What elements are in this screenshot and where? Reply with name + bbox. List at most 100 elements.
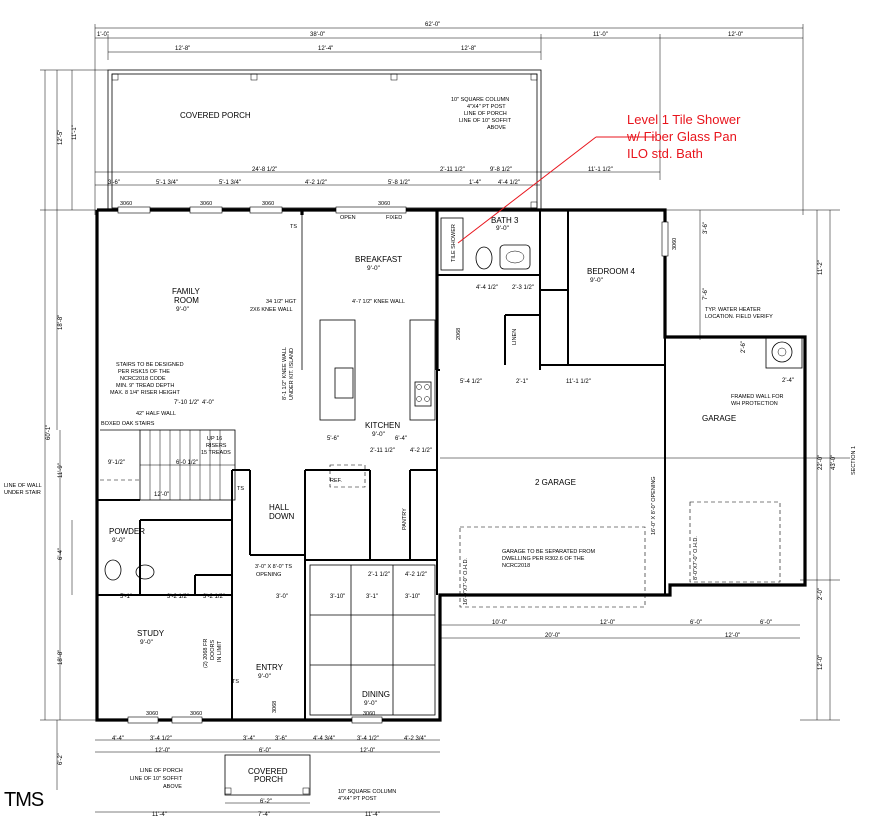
red-annotation: [457, 136, 655, 244]
dim-row4g: 4'-4 1/2": [498, 180, 520, 186]
note-framed-wall-1: FRAMED WALL FOR: [731, 394, 783, 400]
note-column-top-2: 4"X4" PT POST: [467, 104, 506, 110]
room-covered-porch-bottom-2: PORCH: [254, 775, 283, 784]
note-knee-wall-2: 2X6 KNEE WALL: [250, 307, 293, 313]
dim-bot-10: 4'-2 3/4": [404, 736, 426, 742]
dim-gar-5: 6'-0": [760, 620, 772, 626]
note-porch-bottom-1: LINE OF PORCH: [140, 768, 183, 774]
dim-pow-3: 3'-2 1/2": [203, 594, 225, 600]
annotation-line-1: Level 1 Tile Shower: [627, 112, 741, 127]
dim-right-4: 22'-0": [818, 455, 824, 470]
dim-top-3: 11'-0": [593, 32, 608, 38]
bottom-dimension-lines: [95, 624, 800, 813]
water-heater: [765, 335, 803, 369]
note-column-top-4: LINE OF 10" SOFFIT: [459, 118, 512, 124]
dim-left-1: 12'-5": [58, 130, 64, 145]
note-pantry: PANTRY: [402, 508, 408, 530]
dim-gar-2: 12'-0": [600, 620, 615, 626]
dim-bot-3: 12'-0": [155, 748, 170, 754]
label-3060-study-1: 3060: [146, 711, 158, 717]
dim-pow-4: 3'-0": [276, 594, 288, 600]
ceiling-powder: 9'-0": [112, 537, 126, 544]
note-ts-2: TS: [237, 486, 244, 492]
dim-left-5: 11'-9": [58, 463, 64, 478]
top-windows: [117, 206, 669, 724]
note-ts-1: TS: [290, 224, 297, 230]
dim-right-2: 7'-6": [703, 288, 709, 300]
dim-left-3: 18'-8": [58, 315, 64, 330]
dim-row4a: 3'-6": [108, 180, 120, 186]
dim-din-1: 3'-10": [330, 594, 345, 600]
dim-row4b: 5'-1 3/4": [156, 180, 178, 186]
note-stairs-3: NCRC2018 CODE: [120, 376, 166, 382]
room-dining: DINING: [362, 690, 390, 699]
ceiling-study: 9'-0": [140, 639, 154, 646]
annotation-line-2: w/ Fiber Glass Pan: [626, 129, 737, 144]
dim-bot-9: 3'-4 1/2": [357, 736, 379, 742]
garage-doors: [459, 501, 781, 608]
note-porch-bottom-2: LINE OF 10" SOFFIT: [130, 776, 183, 782]
dim-row4d: 4'-2 1/2": [305, 180, 327, 186]
room-hall-2: DOWN: [269, 512, 295, 521]
note-risers-1: UP 16: [207, 436, 222, 442]
dim-row3: 24'-8 1/2": [252, 167, 277, 173]
dim-kit-2: 6'-4": [395, 436, 407, 442]
room-kitchen: KITCHEN: [365, 421, 400, 430]
dim-pow-1: 5'-1": [120, 594, 132, 600]
label-window-3: 3060: [262, 201, 274, 207]
note-line-wall-2: UNDER STAIR: [4, 490, 41, 496]
label-3060-dining: 3060: [363, 711, 375, 717]
dim-kit-3: 2'-11 1/2": [370, 448, 395, 454]
dim-s-1: 7'-10 1/2": [174, 400, 199, 406]
dim-overall-top: 62'-0": [425, 22, 440, 28]
note-stairs-1: STAIRS TO BE DESIGNED: [116, 362, 184, 368]
note-stairs-4: MIN. 9" TREAD DEPTH: [116, 383, 174, 389]
note-ts-3: TS: [232, 679, 239, 685]
covered-porch-bottom: [224, 754, 311, 796]
note-knee-wall-top: 4'-7 1/2" KNEE WALL: [352, 299, 405, 305]
room-garage: GARAGE: [702, 414, 736, 423]
dim-k-1: 5'-4 1/2": [460, 379, 482, 385]
ceiling-bath3: 9'-0": [496, 225, 510, 232]
note-porch-bottom-3: ABOVE: [163, 784, 182, 790]
label-tile-shower: TILE SHOWER: [451, 224, 457, 262]
dim-s-3: 9'-1/2": [108, 460, 125, 466]
note-knee-island-2: UNDER KIT. ISLAND: [289, 348, 295, 400]
note-garage-door-2: 8'-0"X7'-0" O.H.D.: [693, 536, 699, 580]
dim-kit-1: 5'-6": [327, 436, 339, 442]
room-entry: ENTRY: [256, 663, 284, 672]
dim-porch-3: 12'-8": [461, 46, 476, 52]
room-family: FAMILY: [172, 287, 201, 296]
note-garage-door: 16'-0"X7'-0" O.H.D.: [463, 558, 469, 605]
dim-s-4: 6'-0 1/2": [176, 460, 198, 466]
note-stairs-2: PER RSK15 OF THE: [118, 369, 170, 375]
label-window-1: 3060: [120, 201, 132, 207]
dim-bot-2: 3'-4 1/2": [150, 736, 172, 742]
dim-k-3: 11'-1 1/2": [566, 379, 591, 385]
note-linen: LINEN: [512, 329, 518, 345]
dim-bot-6: 6'-0": [259, 748, 271, 754]
right-dimension-lines: [440, 209, 850, 721]
note-2068-fr-3: IN LIMIT: [217, 640, 223, 662]
room-covered-porch-top: COVERED PORCH: [180, 111, 251, 120]
dim-g-1: 2'-6": [741, 341, 747, 353]
note-half-wall: 42" HALF WALL: [136, 411, 176, 417]
note-line-wall-1: LINE OF WALL: [4, 483, 42, 489]
note-knee-wall-1: 34 1/2" HGT: [266, 299, 297, 305]
note-opening-2: OPENING: [256, 572, 281, 578]
dim-left-8: 6'-2": [58, 753, 64, 765]
dim-right-3: 11'-2": [818, 260, 824, 275]
label-3068-entry: 3068: [272, 701, 278, 713]
room-study: STUDY: [137, 629, 165, 638]
dim-bath-2: 2'-3 1/2": [512, 285, 534, 291]
ceiling-dining: 9'-0": [364, 700, 378, 707]
dim-kit-4: 4'-2 1/2": [410, 448, 432, 454]
note-stairs-5: MAX. 8 1/4" RISER HEIGHT: [110, 390, 180, 396]
note-column-bottom-2: 4"X4" PT POST: [338, 796, 377, 802]
dim-k-2: 2'-1": [516, 379, 528, 385]
dim-gar-6: 12'-0": [725, 633, 740, 639]
label-window-2: 3060: [200, 201, 212, 207]
note-water-heater-1: TYP. WATER HEATER: [705, 307, 761, 313]
dim-din-2: 3'-1": [366, 594, 378, 600]
